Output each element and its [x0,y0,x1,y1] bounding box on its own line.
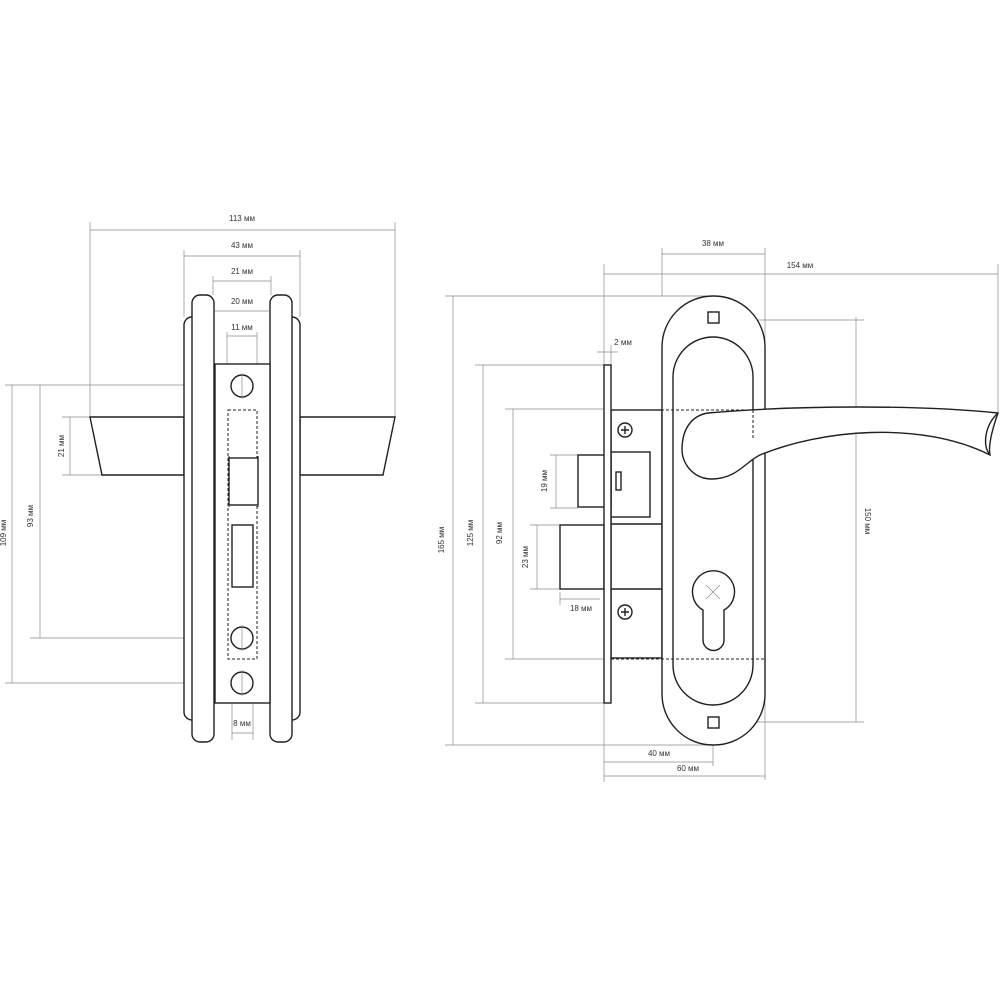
label-38: 38 мм [702,239,724,248]
escutcheon-inner [672,336,754,706]
front-plate-right [269,294,293,743]
front-faceplate [603,364,612,704]
label-165: 165 мм [437,527,446,554]
label-19: 19 мм [540,470,549,492]
handle-left [89,416,185,476]
label-113: 113 мм [229,214,255,223]
lock-body-outline [227,409,258,660]
lever-handle [681,406,999,480]
latch-housing [610,451,651,518]
label-40: 40 мм [648,749,670,758]
handle-right [299,416,396,476]
label-92: 92 мм [495,522,504,544]
label-11: 11 мм [231,323,253,332]
mount-square-bottom [707,716,720,729]
lock-body [610,409,663,659]
label-21: 21 мм [231,267,253,276]
label-20: 20 мм [231,297,253,306]
label-109: 109 мм [0,520,8,547]
label-8: 8 мм [233,719,251,728]
label-43: 43 мм [231,241,253,250]
label-2: 2 мм [614,338,632,347]
label-125: 125 мм [466,520,475,547]
label-150: 150 мм [863,508,872,535]
label-23: 23 мм [521,546,530,568]
escutcheon-plate [661,295,766,746]
side-view: 113 мм 43 мм 21 мм 20 мм 11 мм 8 мм 21 м… [0,214,396,743]
label-21-handle: 21 мм [57,435,66,457]
latch [228,457,259,506]
screw-icon [617,422,633,620]
dead-bolt [559,524,605,590]
front-plate-left [191,294,215,743]
label-93: 93 мм [26,505,35,527]
front-view: 38 мм 154 мм 2 мм 18 мм 40 мм 60 мм 165 … [437,239,999,782]
screw-hole-icon [230,373,254,696]
label-60: 60 мм [677,764,699,773]
bolt-slot [231,524,254,588]
label-154: 154 мм [787,261,814,270]
label-18: 18 мм [570,604,592,613]
mount-square-top [707,311,720,324]
keyhole-icon [691,570,736,652]
